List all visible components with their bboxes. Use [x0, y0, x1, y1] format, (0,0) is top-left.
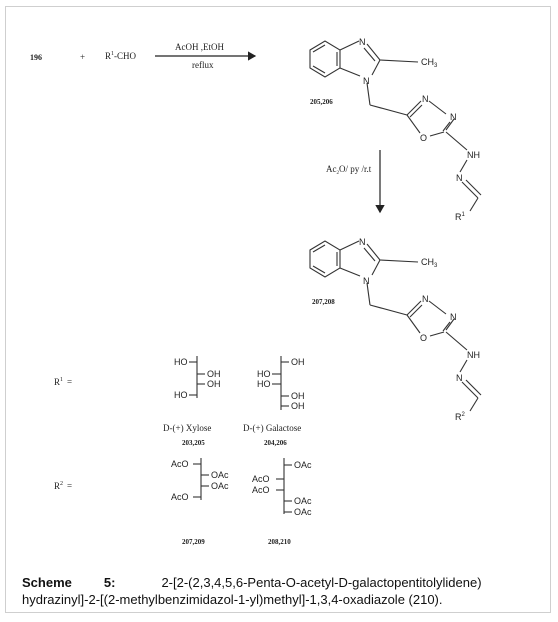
svg-text:OAc: OAc	[294, 507, 312, 517]
svg-text:OH: OH	[291, 401, 305, 411]
product-2-numbers: 207,208	[312, 298, 335, 306]
svg-text:OAc: OAc	[294, 460, 312, 470]
svg-text:N: N	[422, 94, 429, 104]
figure-frame	[5, 6, 551, 613]
figure-caption: Scheme 5:2-[2-(2,3,4,5,6-Penta-O-acetyl-D…	[22, 574, 542, 608]
svg-text:N: N	[422, 294, 429, 304]
svg-text:OAc: OAc	[211, 481, 229, 491]
acetylation-conditions: Ac2O/ py /r.t	[326, 164, 372, 176]
galactose-structure: OH HO HO OH OH	[257, 356, 305, 411]
svg-text:OH: OH	[291, 391, 305, 401]
galactose-name: D-(+) Galactose	[243, 423, 301, 433]
condition-bottom: reflux	[192, 60, 214, 70]
svg-text:OH: OH	[207, 379, 221, 389]
svg-text:R1: R1	[455, 212, 466, 222]
svg-text:R2: R2	[455, 412, 466, 422]
xylose-numbers: 203,205	[182, 439, 205, 447]
svg-text:N: N	[450, 112, 457, 122]
caption-text: 2-[2-(2,3,4,5,6-Penta-O-acetyl-D-galacto…	[22, 575, 482, 607]
svg-text:OAc: OAc	[294, 496, 312, 506]
svg-text:N: N	[359, 237, 366, 247]
svg-text:N: N	[363, 276, 370, 286]
reactant-number: 196	[30, 53, 42, 62]
svg-text:N: N	[450, 312, 457, 322]
svg-text:OH: OH	[291, 357, 305, 367]
product-1-structure: N N CH3 N N O NH N R1	[309, 37, 482, 222]
svg-text:HO: HO	[174, 357, 188, 367]
acetyl-xylose-structure: AcO OAc OAc AcO	[171, 458, 229, 502]
svg-text:HO: HO	[257, 379, 271, 389]
svg-text:HO: HO	[257, 369, 271, 379]
svg-text:O: O	[420, 333, 427, 343]
svg-text:O: O	[420, 133, 427, 143]
svg-text:AcO: AcO	[171, 459, 189, 469]
svg-text:N: N	[359, 37, 366, 47]
product-2-structure: N N CH3 N N O NH N R2	[309, 237, 482, 422]
product-1-numbers: 205,206	[310, 98, 333, 106]
galactose-numbers: 204,206	[264, 439, 287, 447]
svg-text:CH3: CH3	[421, 257, 438, 269]
svg-text:NH: NH	[467, 150, 480, 160]
svg-text:AcO: AcO	[171, 492, 189, 502]
svg-text:OAc: OAc	[211, 470, 229, 480]
reaction-scheme: 196 + R1-CHO AcOH ,EtOH reflux N N CH3 N…	[30, 37, 482, 546]
caption-label: Scheme	[22, 575, 72, 590]
acetyl-galactose-numbers: 208,210	[268, 538, 291, 546]
caption-number: 5:	[103, 575, 116, 590]
r2-label: R2=	[54, 481, 72, 491]
aldehyde-formula: R1-CHO	[105, 51, 137, 61]
svg-text:N: N	[456, 173, 463, 183]
acetyl-galactose-structure: OAc AcO AcO OAc OAc	[252, 458, 312, 517]
xylose-name: D-(+) Xylose	[163, 423, 211, 433]
svg-text:N: N	[363, 76, 370, 86]
svg-text:OH: OH	[207, 369, 221, 379]
xylose-structure: HO OH OH HO	[174, 356, 221, 400]
svg-text:AcO: AcO	[252, 485, 270, 495]
svg-text:NH: NH	[467, 350, 480, 360]
plus-sign: +	[80, 52, 85, 62]
svg-text:CH3: CH3	[421, 57, 438, 69]
acetyl-xylose-numbers: 207,209	[182, 538, 205, 546]
condition-top: AcOH ,EtOH	[175, 42, 224, 52]
r1-label: R1=	[54, 377, 72, 387]
svg-text:HO: HO	[174, 390, 188, 400]
svg-text:N: N	[456, 373, 463, 383]
svg-text:AcO: AcO	[252, 474, 270, 484]
